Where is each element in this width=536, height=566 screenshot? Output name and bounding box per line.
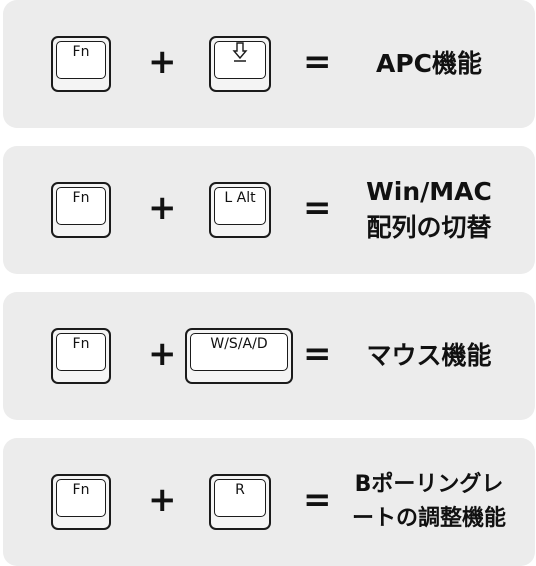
- down-arrow-icon: [232, 42, 248, 62]
- result-line-2: ートの調整機能: [351, 506, 506, 531]
- shortcut-row-layout-switch: Fn + L Alt = Win/MAC 配列の切替: [3, 146, 535, 274]
- function-result: Win/MAC 配列の切替: [339, 146, 519, 274]
- fn-key-label: Fn: [72, 482, 90, 498]
- function-result: APC機能: [339, 0, 519, 128]
- wsad-key-label: W/S/A/D: [210, 336, 268, 352]
- result-line-1: Win/MAC: [366, 177, 492, 206]
- fn-key: Fn: [51, 182, 111, 238]
- shortcut-row-polling-rate: Fn + R = Bポーリングレ ートの調整機能: [3, 438, 535, 566]
- plus-sign: +: [148, 188, 177, 228]
- function-result: Bポーリングレ ートの調整機能: [339, 438, 519, 566]
- plus-sign: +: [148, 42, 177, 82]
- result-line-1: APC機能: [375, 49, 483, 78]
- wsad-key: W/S/A/D: [185, 328, 293, 384]
- r-key-label: R: [235, 482, 245, 498]
- fn-key: Fn: [51, 474, 111, 530]
- equals-sign: =: [303, 480, 332, 520]
- equals-sign: =: [303, 334, 332, 374]
- function-result: マウス機能: [339, 292, 519, 420]
- equals-sign: =: [303, 188, 332, 228]
- result-line-2: 配列の切替: [366, 213, 492, 242]
- left-alt-key-label: L Alt: [224, 190, 256, 206]
- result-line-1: Bポーリングレ: [354, 472, 504, 497]
- down-arrow-key: [209, 36, 271, 92]
- fn-key-label: Fn: [72, 336, 90, 352]
- r-key: R: [209, 474, 271, 530]
- plus-sign: +: [148, 334, 177, 374]
- left-alt-key: L Alt: [209, 182, 271, 238]
- fn-key: Fn: [51, 36, 111, 92]
- fn-key-label: Fn: [72, 44, 90, 60]
- result-line-1: マウス機能: [366, 341, 492, 370]
- fn-key-label: Fn: [72, 190, 90, 206]
- shortcut-row-mouse: Fn + W/S/A/D = マウス機能: [3, 292, 535, 420]
- equals-sign: =: [303, 42, 332, 82]
- shortcut-row-apc: Fn + = APC機能: [3, 0, 535, 128]
- fn-key: Fn: [51, 328, 111, 384]
- plus-sign: +: [148, 480, 177, 520]
